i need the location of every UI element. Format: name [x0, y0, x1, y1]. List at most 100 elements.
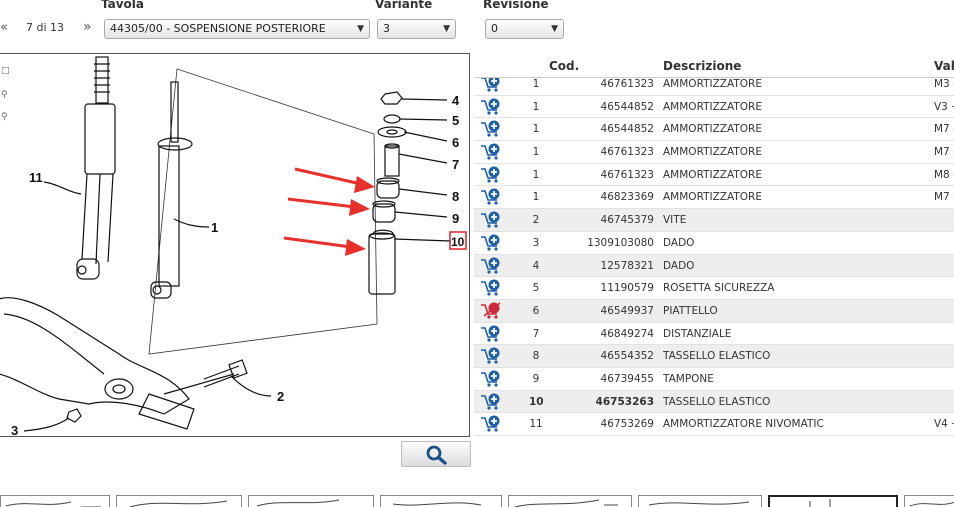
row-desc: AMMORTIZZATORE: [663, 123, 762, 136]
revisione-select-value: 0: [491, 22, 498, 35]
red-arrow: [283, 236, 352, 249]
cart-add-icon[interactable]: [480, 120, 502, 141]
variante-select[interactable]: 3 ▼: [377, 19, 456, 39]
cart-add-icon[interactable]: [480, 98, 502, 119]
callout-10[interactable]: 10: [451, 235, 465, 249]
callout-7[interactable]: 7: [452, 157, 459, 172]
thumbnail[interactable]: [0, 495, 110, 507]
cart-add-icon[interactable]: [480, 166, 502, 187]
cart-add-icon[interactable]: [480, 370, 502, 391]
thumbnail[interactable]: [638, 495, 762, 507]
red-arrow-head: [345, 239, 366, 256]
row-code: 46823369: [600, 191, 654, 204]
col-header-desc[interactable]: Descrizione: [663, 59, 742, 73]
col-header-code[interactable]: Cod.: [549, 59, 580, 73]
thumbnail[interactable]: [380, 495, 502, 507]
tavola-label: Tavola: [101, 0, 145, 11]
cart-add-icon[interactable]: [480, 393, 502, 414]
callout-4[interactable]: 4: [452, 93, 460, 108]
row-desc: DADO: [663, 236, 695, 249]
callout-2[interactable]: 2: [277, 389, 284, 404]
callout-1[interactable]: 1: [211, 220, 218, 235]
row-qty: 8: [532, 350, 540, 363]
row-desc: TAMPONE: [663, 372, 714, 385]
cart-add-icon[interactable]: [480, 279, 502, 300]
cart-add-icon[interactable]: [480, 143, 502, 164]
row-desc: DISTANZIALE: [663, 327, 732, 340]
next-page-button[interactable]: »: [83, 19, 92, 35]
table-row[interactable]: 8 46554352 TASSELLO ELASTICO: [474, 345, 954, 368]
cart-unavailable-icon[interactable]: [480, 302, 502, 323]
cart-add-icon[interactable]: [480, 75, 502, 96]
row-variant: V3 +: [934, 100, 954, 113]
zoom-in-icon[interactable]: ⚲: [1, 90, 8, 100]
cart-add-icon[interactable]: [480, 211, 502, 232]
tavola-select[interactable]: 44305/00 - SOSPENSIONE POSTERIORE ▼: [104, 19, 370, 39]
chevron-down-icon: ▼: [443, 24, 450, 34]
thumbnail[interactable]: [116, 495, 242, 507]
exploded-diagram[interactable]: □ ⚲ ⚲: [0, 53, 470, 437]
row-qty: 1: [532, 78, 540, 90]
callout-5[interactable]: 5: [452, 113, 459, 128]
callout-11[interactable]: 11: [29, 170, 43, 185]
thumbnail[interactable]: [904, 495, 954, 507]
cart-add-icon[interactable]: [480, 325, 502, 346]
prev-page-button[interactable]: «: [0, 20, 8, 35]
callout-9[interactable]: 9: [452, 211, 459, 226]
row-variant: M7 -: [934, 146, 954, 159]
parts-table-header: Cod. Descrizione Val: [474, 56, 954, 78]
row-code: 46544852: [600, 100, 654, 113]
row-code: 46739455: [600, 372, 654, 385]
row-variant: V4 +: [934, 418, 954, 431]
callout-3[interactable]: 3: [11, 423, 18, 437]
select-tool-icon[interactable]: □: [1, 66, 10, 76]
chevron-down-icon: ▼: [357, 24, 364, 34]
thumbnail-active[interactable]: [768, 495, 898, 507]
table-row[interactable]: 9 46739455 TAMPONE: [474, 368, 954, 391]
row-code: 46849274: [600, 327, 654, 340]
thumbnail[interactable]: [248, 495, 374, 507]
callout-6[interactable]: 6: [452, 135, 459, 150]
row-qty: 1: [532, 146, 540, 159]
cart-add-icon[interactable]: [480, 347, 502, 368]
callout-8[interactable]: 8: [452, 189, 459, 204]
row-code: 46761323: [600, 168, 654, 181]
chevron-down-icon: ▼: [551, 24, 558, 34]
row-qty: 5: [532, 282, 540, 295]
cart-add-icon[interactable]: [480, 188, 502, 209]
cart-add-icon[interactable]: [480, 415, 502, 436]
cart-add-icon[interactable]: [480, 257, 502, 278]
tavola-select-value: 44305/00 - SOSPENSIONE POSTERIORE: [110, 22, 326, 35]
row-qty: 9: [532, 372, 540, 385]
zoom-out-icon[interactable]: ⚲: [1, 112, 8, 122]
thumbnail[interactable]: [508, 495, 632, 507]
row-desc: AMMORTIZZATORE: [663, 191, 762, 204]
col-header-var[interactable]: Val: [934, 59, 954, 73]
zoom-search-button[interactable]: [401, 441, 471, 467]
row-code: 46554352: [600, 350, 654, 363]
row-variant: M7 -: [934, 123, 954, 136]
row-desc: AMMORTIZZATORE: [663, 146, 762, 159]
cart-add-icon[interactable]: [480, 234, 502, 255]
revisione-label: Revisione: [483, 0, 549, 11]
row-variant: M3 -: [934, 78, 954, 90]
red-arrow-group: [283, 167, 375, 256]
row-desc: TASSELLO ELASTICO: [663, 350, 771, 363]
revisione-select[interactable]: 0 ▼: [485, 19, 564, 39]
